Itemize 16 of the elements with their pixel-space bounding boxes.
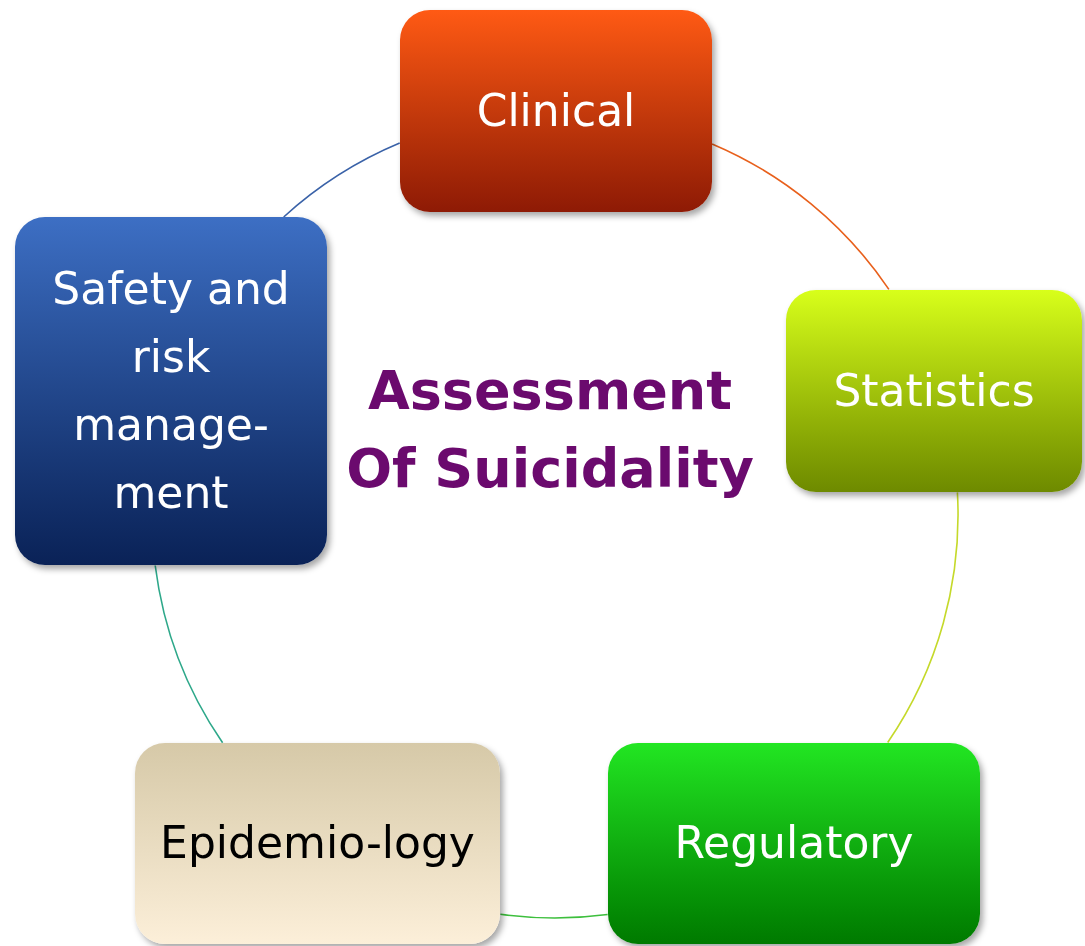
- connector-arc: [154, 564, 224, 744]
- box-label: Epidemio-logy: [160, 816, 475, 871]
- rounded-box: [608, 743, 980, 944]
- box-label: Regulatory: [674, 816, 914, 871]
- box-label: Clinical: [476, 83, 636, 138]
- rounded-box: [135, 743, 500, 944]
- connector-arc: [282, 142, 401, 218]
- rounded-box: [400, 10, 712, 212]
- center-title: Assessment Of Suicidality: [345, 358, 755, 503]
- rounded-box: [786, 290, 1082, 492]
- connector-arc: [886, 491, 959, 744]
- box-label: Safety and risk manage-ment: [51, 261, 291, 521]
- connector-arc: [499, 913, 609, 919]
- box-label: Statistics: [833, 363, 1035, 418]
- connector-arc: [711, 143, 890, 291]
- rounded-box: [15, 217, 327, 565]
